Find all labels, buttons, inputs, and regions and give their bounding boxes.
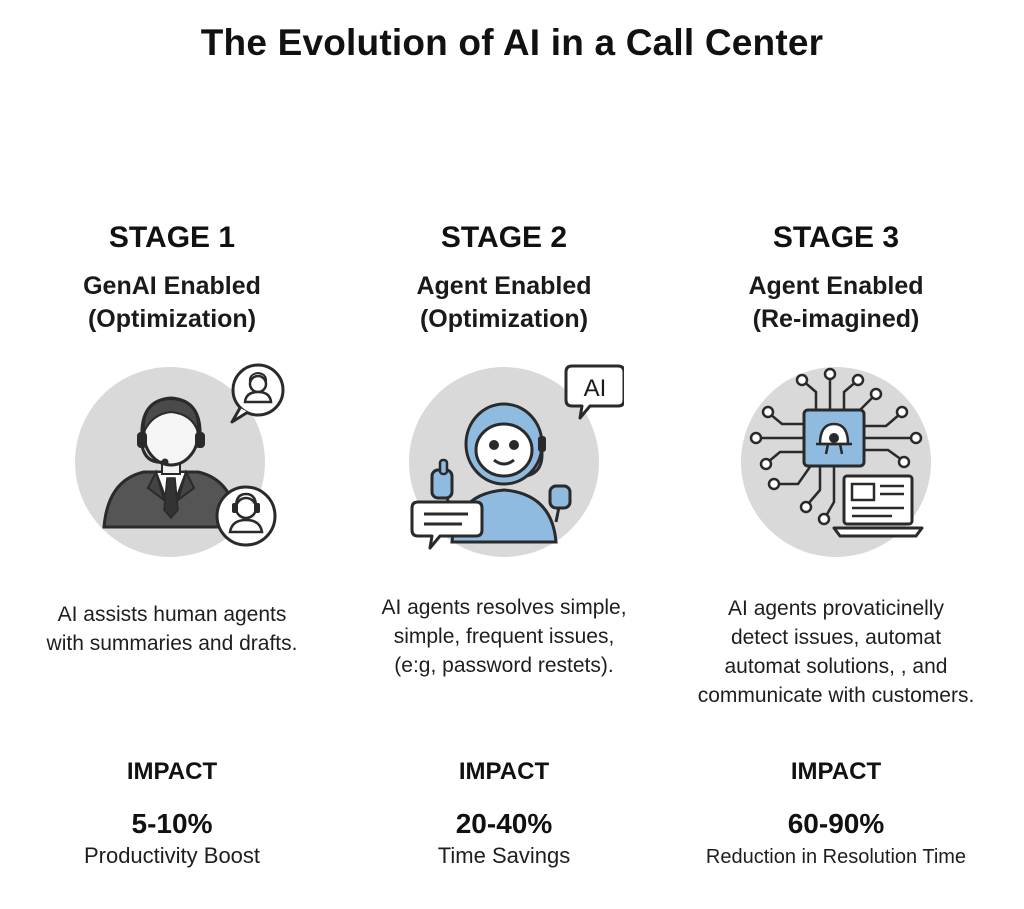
human-agent-headset-icon [52,352,292,572]
description-line: communicate with customers. [697,684,975,707]
stage-name-line1: GenAI Enabled [83,272,261,300]
ai-bubble-text: AI [584,375,607,402]
impact-value: 20-40% [455,808,553,839]
impact-label: IMPACT [458,758,550,785]
description-line: AI agents provaticinelly [728,597,944,620]
ai-chip-circuit-laptop-icon [716,352,956,572]
impact-label: IMPACT [126,758,218,785]
stage-name: Agent Enabled (Optimization) [344,270,664,336]
impact-description: Reduction in Resolution Time [705,846,967,868]
stage-label: STAGE 2 [440,221,568,254]
description-line: (e:g, password restets). [394,654,614,677]
description-line: detect issues, automat [730,626,942,649]
stage-name-line2: (Re-imagined) [752,305,920,333]
description-line: automat solutions, , and [724,655,948,678]
page-title: The Evolution of AI in a Call Center [200,22,824,63]
stage-label: STAGE 1 [108,221,236,254]
stage-name-line1: Agent Enabled [416,272,592,300]
impact-description: Time Savings [437,843,571,868]
stage-1-column: STAGE 1 GenAI Enabled (Optimization) [12,0,332,909]
stage-2-column: STAGE 2 Agent Enabled (Optimization) AI [344,0,664,909]
stage-description: AI agents resolves simple, simple, frequ… [344,593,664,680]
stage-name-line2: (Optimization) [87,305,257,333]
impact-value: 5-10% [131,808,213,839]
stage-name: GenAI Enabled (Optimization) [12,270,332,336]
description-line: AI agents resolves simple, [381,596,627,619]
ai-robot-agent-icon: AI [384,352,624,572]
description-line: AI assists human agents [57,603,287,626]
stage-name-line1: Agent Enabled [748,272,924,300]
stage-description: AI agents provaticinelly detect issues, … [676,594,996,710]
description-line: with summaries and drafts. [46,632,298,655]
impact-label: IMPACT [790,758,882,785]
impact-description: Productivity Boost [83,843,261,868]
description-line: simple, frequent issues, [393,625,615,648]
stage-label: STAGE 3 [772,221,900,254]
stage-description: AI assists human agents with summaries a… [12,600,332,658]
stage-3-column: STAGE 3 Agent Enabled (Re-imagined) [676,0,996,909]
stage-name-line2: (Optimization) [419,305,589,333]
impact-value: 60-90% [787,808,885,839]
stage-name: Agent Enabled (Re-imagined) [676,270,996,336]
